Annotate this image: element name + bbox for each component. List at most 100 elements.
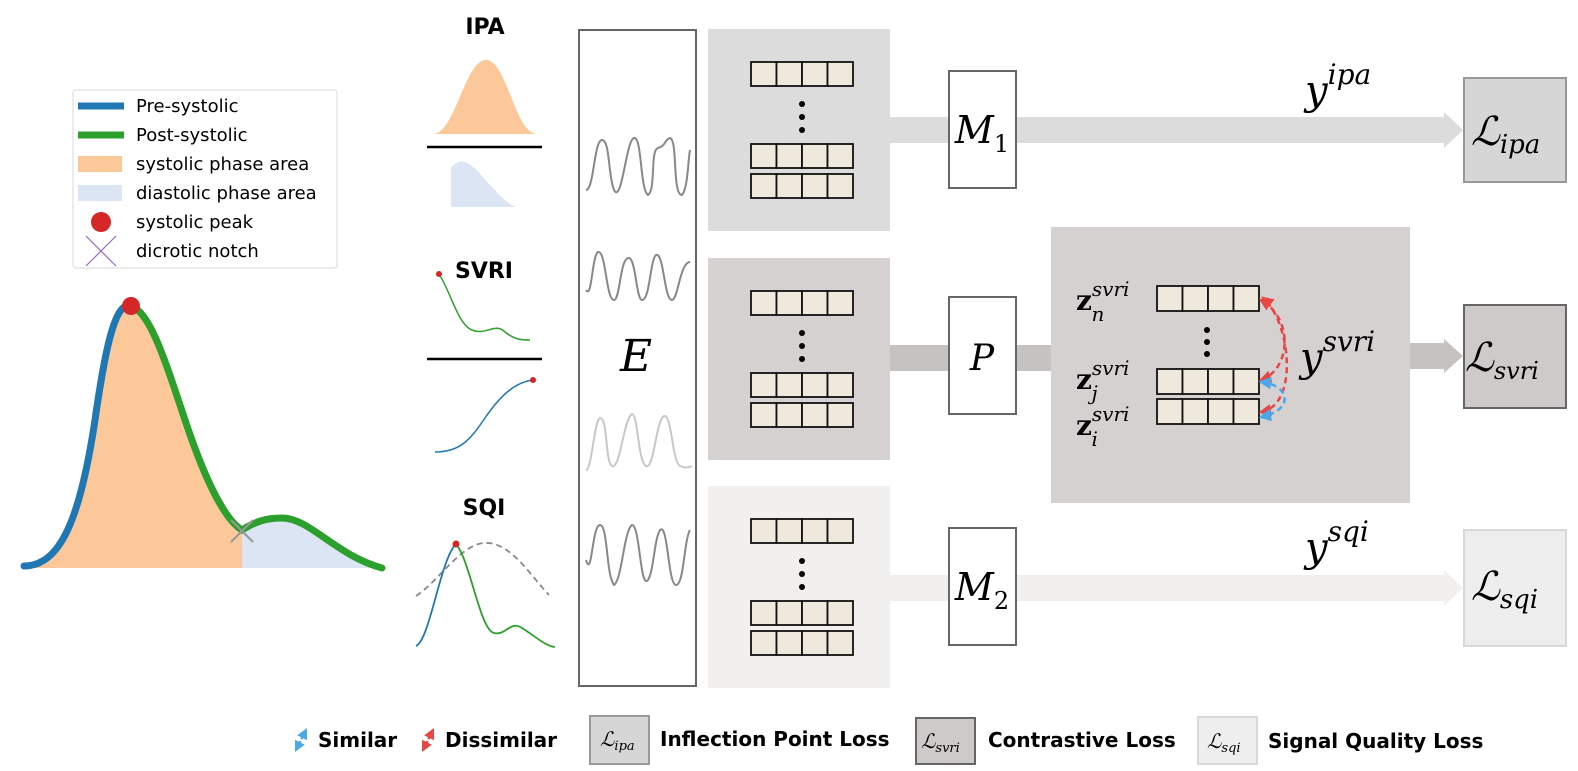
token-cell xyxy=(801,290,829,316)
legend-label: diastolic phase area xyxy=(136,183,317,204)
legend-item: Pre-systolic xyxy=(78,96,239,117)
token-cell xyxy=(750,518,778,544)
token-cell xyxy=(750,372,778,398)
encoder-label: E xyxy=(619,331,652,382)
token-cell xyxy=(826,61,854,87)
legend-item: diastolic phase area xyxy=(78,183,317,204)
task-label-ipa: IPA xyxy=(465,15,504,40)
output-y-sqi: ysqi xyxy=(1303,515,1369,571)
token-row xyxy=(750,372,854,398)
token-cell xyxy=(750,290,778,316)
loss-box-svri: ℒsvri xyxy=(1463,304,1567,409)
svri-illustration xyxy=(427,271,542,453)
legend-label: Pre-systolic xyxy=(136,96,239,117)
svg-text:ℒsvri: ℒsvri xyxy=(1465,335,1539,385)
sqi-illustration xyxy=(415,540,556,648)
token-cell xyxy=(775,402,803,428)
token-cell xyxy=(826,630,854,656)
footer-ipa-symbol: ℒipa xyxy=(600,727,635,754)
pre-systolic-curve xyxy=(20,302,135,570)
token-cell xyxy=(775,173,803,199)
token-cell xyxy=(826,372,854,398)
output-y-ipa: yipa xyxy=(1303,58,1371,114)
token-cell xyxy=(826,518,854,544)
footer-similar-label: Similar xyxy=(318,728,397,752)
legend-dot-swatch xyxy=(91,212,111,232)
footer-sqi-loss-label: Signal Quality Loss xyxy=(1268,729,1483,753)
footer-svri-swatch xyxy=(915,717,976,765)
token-cell xyxy=(775,143,803,169)
footer-dissimilar-label: Dissimilar xyxy=(445,728,557,752)
token-row xyxy=(750,600,854,626)
legend-patch-swatch xyxy=(78,156,122,172)
token-cell xyxy=(1207,285,1235,312)
token-cell xyxy=(826,290,854,316)
token-cell xyxy=(750,143,778,169)
token-row xyxy=(750,630,854,656)
dissimilar-arrows xyxy=(1258,296,1289,417)
token-cell xyxy=(1156,368,1184,395)
token-cell xyxy=(1207,398,1235,425)
legend-patch-swatch xyxy=(78,185,122,201)
legend-item: systolic peak xyxy=(91,212,254,233)
feature-token-stack xyxy=(750,290,854,428)
feature-token-stack xyxy=(750,61,854,199)
token-cell xyxy=(801,402,829,428)
dissimilar-arrow-icon xyxy=(422,728,434,752)
token-cell xyxy=(1181,398,1209,425)
contrastive-panel xyxy=(1051,227,1410,503)
token-cell xyxy=(826,600,854,626)
head-m1: M1 xyxy=(948,70,1017,189)
head-p: P xyxy=(948,296,1017,415)
legend-label: Post-systolic xyxy=(136,125,248,146)
token-cell xyxy=(801,173,829,199)
head-m2: M2 xyxy=(948,527,1017,646)
token-row xyxy=(750,143,854,169)
legend-label: dicrotic notch xyxy=(136,241,259,262)
head-m1-sub: 1 xyxy=(994,130,1009,158)
token-cell xyxy=(826,143,854,169)
legend-item: systolic phase area xyxy=(78,154,309,175)
task-label-sqi: SQI xyxy=(463,496,506,521)
legend-item: Post-systolic xyxy=(78,125,248,146)
token-vdots xyxy=(799,101,805,133)
token-row xyxy=(750,402,854,428)
svri-flow xyxy=(890,339,1463,373)
token-cell xyxy=(775,372,803,398)
systolic-phase-area xyxy=(24,305,242,568)
token-cell xyxy=(826,402,854,428)
token-cell xyxy=(775,61,803,87)
task-label-svri: SVRI xyxy=(455,259,513,284)
token-cell xyxy=(1232,398,1260,425)
sqi-flow xyxy=(890,570,1463,606)
token-cell xyxy=(750,402,778,428)
footer-svri-symbol: ℒsvri xyxy=(921,729,960,756)
loss-box-sqi: ℒsqi xyxy=(1463,529,1567,647)
token-cell xyxy=(1181,285,1209,312)
token-cell xyxy=(750,600,778,626)
token-cell xyxy=(1232,368,1260,395)
ipa-flow xyxy=(890,112,1463,148)
head-m2-base: M xyxy=(954,565,995,609)
similar-arrow xyxy=(1258,376,1286,422)
token-cell xyxy=(775,290,803,316)
legend-cross-swatch xyxy=(85,235,117,267)
token-cell xyxy=(1181,368,1209,395)
svg-text:M1: M1 xyxy=(954,108,1009,158)
head-m2-sub: 2 xyxy=(994,587,1009,615)
embedding-token-row xyxy=(1156,285,1260,312)
output-y-svri: ysvri xyxy=(1298,325,1375,381)
head-m1-base: M xyxy=(954,108,995,152)
svg-text:M2: M2 xyxy=(954,565,1009,615)
token-row xyxy=(750,61,854,87)
token-cell xyxy=(775,600,803,626)
token-cell xyxy=(1156,398,1184,425)
token-cell xyxy=(801,372,829,398)
embedding-token-row xyxy=(1156,368,1260,395)
footer-ipa-loss-label: Inflection Point Loss xyxy=(660,727,890,751)
token-cell xyxy=(750,173,778,199)
token-cell xyxy=(826,173,854,199)
feature-token-stack xyxy=(750,518,854,656)
